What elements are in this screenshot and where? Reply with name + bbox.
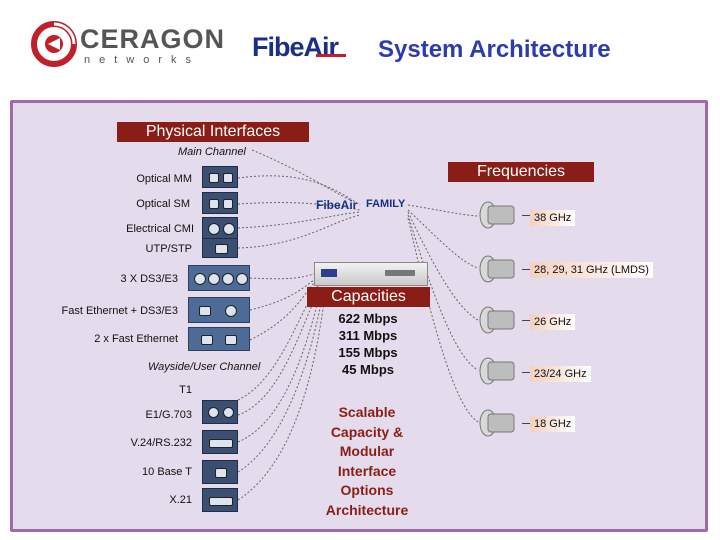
capacity-value-155: 155 Mbps — [338, 345, 398, 360]
module-optical-mm — [202, 166, 238, 188]
interface-label-optical-mm: Optical MM — [136, 173, 192, 185]
capacity-value-45: 45 Mbps — [341, 362, 394, 377]
capacity-value-622: 622 Mbps — [338, 311, 398, 326]
physical-interfaces-header: Physical Interfaces — [117, 122, 309, 142]
family-label: FAMILY — [366, 198, 406, 210]
connector-line — [522, 423, 530, 424]
module-electrical-cmi — [202, 217, 238, 239]
scalable-line: Options — [340, 482, 394, 498]
module-optical-sm — [202, 192, 238, 214]
capacity-value-311: 311 Mbps — [338, 328, 398, 343]
odu-antenna-icon — [479, 201, 515, 229]
page-title: System Architecture — [378, 36, 611, 63]
odu-antenna-icon — [479, 409, 515, 437]
company-logo-text: CERAGON — [80, 24, 226, 54]
connector-line — [522, 215, 530, 216]
module-utp-stp — [202, 238, 238, 258]
scalable-line: Architecture — [325, 501, 409, 518]
product-logo: FibeAir — [252, 32, 339, 62]
wayside-channel-label: Wayside/User Channel — [148, 361, 261, 373]
interface-label-utp-stp: UTP/STP — [145, 243, 192, 255]
frequencies-header: Frequencies — [448, 162, 594, 182]
odu-antenna-icon — [479, 306, 515, 334]
interface-label-e1: E1/G.703 — [145, 409, 192, 421]
frequency-label-18ghz: 18 GHz — [530, 416, 576, 432]
family-logo: FibeAir — [316, 198, 358, 212]
scalable-line: Scalable — [338, 404, 396, 420]
scalable-line: Capacity & — [330, 423, 404, 440]
interface-label-10-base-t: 10 Base T — [142, 466, 192, 478]
odu-antenna-icon — [479, 357, 515, 385]
interface-label-t1: T1 — [179, 384, 192, 396]
module-v24-rs232 — [202, 430, 238, 454]
module-3xds3 — [188, 265, 250, 291]
main-channel-label: Main Channel — [178, 146, 246, 158]
fibeair-idu-unit — [314, 262, 428, 286]
interface-label-x21: X.21 — [169, 494, 192, 506]
module-t1-e1 — [202, 400, 238, 424]
scalable-line: Interface — [337, 462, 397, 479]
interface-label-3xds3: 3 X DS3/E3 — [120, 273, 178, 285]
interface-label-v24-rs232: V.24/RS.232 — [130, 437, 192, 449]
frequency-label-23-24ghz: 23/24 GHz — [530, 366, 591, 382]
odu-antenna-icon — [479, 255, 515, 283]
company-logo-subtext: networks — [84, 54, 201, 66]
module-fast-ethernet-ds3 — [188, 297, 250, 323]
frequency-label-38ghz: 38 GHz — [530, 210, 576, 226]
frequency-label-26ghz: 26 GHz — [530, 314, 576, 330]
ceragon-logo-icon — [31, 21, 77, 67]
connector-line — [522, 269, 530, 270]
interface-label-fast-ethernet-ds3: Fast Ethernet + DS3/E3 — [61, 305, 178, 317]
frequency-label-lmds: 28, 29, 31 GHz (LMDS) — [530, 262, 653, 278]
module-10-base-t — [202, 460, 238, 484]
interface-label-optical-sm: Optical SM — [136, 198, 190, 210]
scalable-line: Modular — [339, 443, 395, 459]
product-logo-underline — [316, 54, 346, 57]
interface-label-2x-fast-ethernet: 2 x Fast Ethernet — [94, 333, 178, 345]
capacities-header: Capacities — [307, 287, 430, 307]
scalable-description: Scalable Capacity & Modular Interface Op… — [314, 403, 420, 520]
module-x21 — [202, 488, 238, 512]
module-2x-fast-ethernet — [188, 327, 250, 351]
connector-line — [522, 372, 530, 373]
connector-line — [522, 320, 530, 321]
interface-label-electrical-cmi: Electrical CMI — [126, 223, 194, 235]
